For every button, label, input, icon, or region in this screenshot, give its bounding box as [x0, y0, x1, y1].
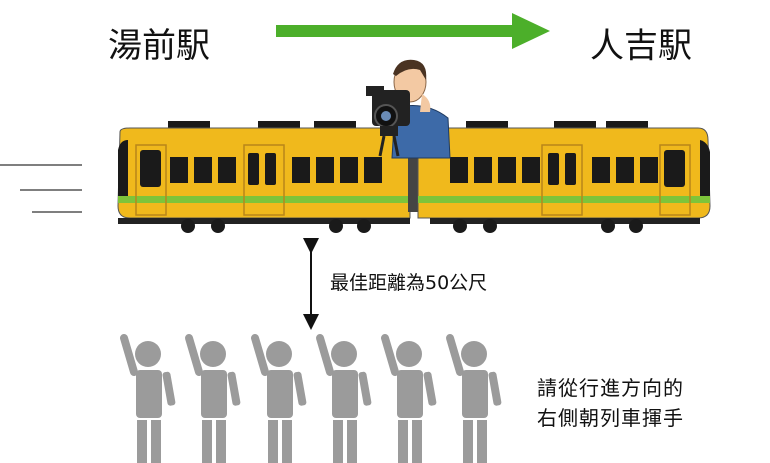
instruction-line-2: 右側朝列車揮手 [537, 406, 684, 430]
train-car-left [117, 121, 411, 233]
motion-lines [0, 164, 82, 213]
train-car-right [417, 121, 711, 233]
distance-note: 最佳距離為50公尺 [330, 272, 488, 294]
waving-person [381, 334, 437, 463]
instruction-line-1: 請從行進方向的 [537, 376, 684, 400]
camera-operator [366, 59, 451, 159]
direction-arrow [276, 13, 550, 49]
waving-crowd [120, 334, 502, 463]
destination-station-label: 人吉駅 [590, 26, 692, 66]
waving-person [316, 334, 372, 463]
waving-person [120, 334, 176, 463]
waving-person [185, 334, 241, 463]
waving-person [251, 334, 307, 463]
waving-person [446, 334, 502, 463]
origin-station-label: 湯前駅 [108, 26, 210, 66]
train-coupler [408, 150, 418, 212]
